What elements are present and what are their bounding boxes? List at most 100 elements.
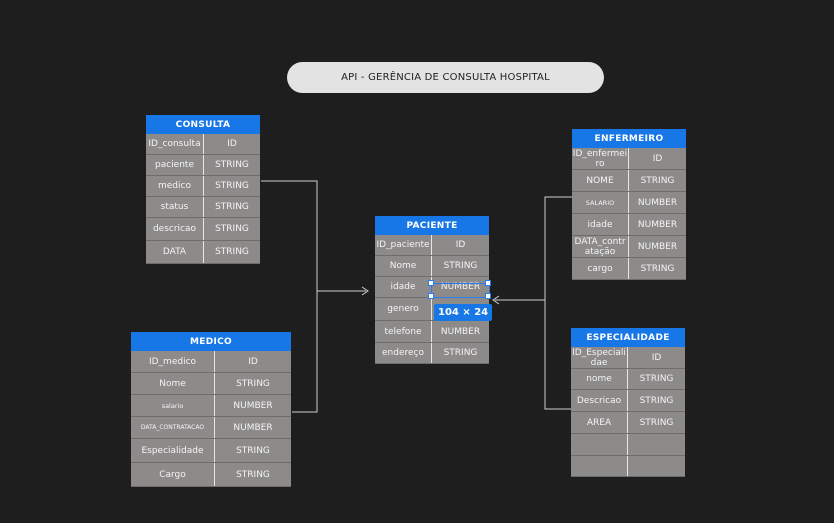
field-type: STRING <box>236 445 270 456</box>
field-name: salario <box>131 395 215 416</box>
entity-row[interactable]: Nome STRING <box>375 256 489 277</box>
field-name: DATA_contratação <box>572 236 629 257</box>
resize-handle[interactable] <box>428 293 434 299</box>
field-type: STRING <box>640 175 675 186</box>
entity-especialidade[interactable]: ESPECIALIDADE ID_Especialidae ID nome ST… <box>571 328 685 477</box>
field-type: STRING <box>443 348 478 358</box>
field-type <box>628 456 685 476</box>
selection-box[interactable] <box>431 283 490 298</box>
entity-row[interactable]: ID_Especialidae ID <box>571 347 685 369</box>
field-name: genero <box>375 298 432 320</box>
entity-header-enfermeiro: ENFERMEIRO <box>572 129 686 148</box>
field-type: ID <box>227 139 237 149</box>
field-name: idade <box>375 277 432 297</box>
field-name: Especialidade <box>131 439 215 462</box>
entity-header-consulta: CONSULTA <box>146 115 260 134</box>
connector-especialidade-paciente <box>544 300 572 410</box>
entity-row[interactable]: DATA_contratação NUMBER <box>572 236 686 258</box>
entity-row[interactable]: idade NUMBER <box>572 214 686 236</box>
entity-paciente[interactable]: PACIENTE ID_paciente ID Nome STRING idad… <box>375 216 489 364</box>
field-type: STRING <box>215 202 249 212</box>
resize-handle[interactable] <box>485 293 491 299</box>
entity-row[interactable]: ID_enfermeiro ID <box>572 148 686 170</box>
field-name: DATA_CONTRATACAO <box>131 417 215 438</box>
field-type: ID <box>652 153 663 164</box>
field-name: DATA <box>146 241 204 263</box>
entity-row[interactable]: Descricao STRING <box>571 390 685 412</box>
field-type: STRING <box>215 181 249 191</box>
field-type: STRING <box>215 160 249 170</box>
entity-row[interactable]: ID_consulta ID <box>146 134 260 155</box>
field-name: idade <box>572 214 629 235</box>
field-type: STRING <box>215 224 249 234</box>
diagram-title[interactable]: API - GERÊNCIA DE CONSULTA HOSPITAL <box>287 62 604 93</box>
entity-row[interactable]: Especialidade STRING <box>131 439 291 463</box>
entity-row[interactable]: ID_paciente ID <box>375 235 489 256</box>
field-type: ID <box>455 240 466 250</box>
entity-header-paciente: PACIENTE <box>375 216 489 235</box>
entity-row[interactable]: telefone NUMBER <box>375 321 489 343</box>
entity-row[interactable] <box>571 456 685 477</box>
field-type: NUMBER <box>233 400 273 411</box>
entity-row[interactable] <box>571 434 685 456</box>
field-type: STRING <box>236 378 270 389</box>
field-name: status <box>146 197 204 217</box>
entity-consulta[interactable]: CONSULTA ID_consulta ID paciente STRING … <box>146 115 260 264</box>
field-type: STRING <box>443 261 478 271</box>
field-name: telefone <box>375 321 432 342</box>
entity-row[interactable]: Cargo STRING <box>131 463 291 487</box>
field-name: cargo <box>572 258 629 279</box>
entity-row[interactable]: SALARIO NUMBER <box>572 192 686 214</box>
field-name: AREA <box>571 412 628 433</box>
field-type: STRING <box>215 247 249 257</box>
entity-row[interactable]: paciente STRING <box>146 155 260 176</box>
field-name: Nome <box>131 373 215 394</box>
field-name: ID_paciente <box>375 235 432 255</box>
entity-medico[interactable]: MEDICO ID_medico ID Nome STRING salario … <box>131 332 291 487</box>
field-type: STRING <box>639 374 674 384</box>
entity-row[interactable]: NOME STRING <box>572 170 686 192</box>
entity-enfermeiro[interactable]: ENFERMEIRO ID_enfermeiro ID NOME STRING … <box>572 129 686 280</box>
field-name: descricao <box>146 218 204 240</box>
entity-row[interactable]: status STRING <box>146 197 260 218</box>
field-name: Nome <box>375 256 432 276</box>
connector-consulta-paciente <box>261 180 318 291</box>
field-name: endereço <box>375 343 432 363</box>
entity-row[interactable]: descricao STRING <box>146 218 260 241</box>
field-type: NUMBER <box>637 219 678 230</box>
field-type: STRING <box>640 263 675 274</box>
field-name <box>571 456 628 476</box>
entity-row[interactable]: salario NUMBER <box>131 395 291 417</box>
field-name: Descricao <box>571 390 628 411</box>
field-type <box>628 434 685 455</box>
field-type: NUMBER <box>637 197 678 208</box>
arrow-head-right <box>492 295 500 305</box>
field-name: ID_enfermeiro <box>572 148 629 169</box>
resize-handle[interactable] <box>428 280 434 286</box>
field-type: STRING <box>236 469 270 480</box>
entity-row[interactable]: AREA STRING <box>571 412 685 434</box>
connector-medico-paciente <box>292 291 318 413</box>
field-name: ID_consulta <box>146 134 204 154</box>
field-name: Cargo <box>131 463 215 486</box>
field-type: STRING <box>639 417 674 428</box>
entity-row[interactable]: DATA STRING <box>146 241 260 264</box>
entity-row[interactable]: nome STRING <box>571 369 685 390</box>
resize-handle[interactable] <box>485 280 491 286</box>
field-type: ID <box>248 356 258 367</box>
entity-row[interactable]: DATA_CONTRATACAO NUMBER <box>131 417 291 439</box>
entity-row[interactable]: Nome STRING <box>131 373 291 395</box>
entity-row[interactable]: cargo STRING <box>572 258 686 280</box>
connector-enfermeiro-paciente <box>544 196 572 300</box>
field-name: SALARIO <box>572 192 629 213</box>
entity-row[interactable]: ID_medico ID <box>131 351 291 373</box>
field-name: ID_Especialidae <box>571 347 628 368</box>
dimension-badge: 104 × 24 <box>434 304 493 321</box>
field-type: NUMBER <box>440 326 481 337</box>
field-type: NUMBER <box>440 282 481 292</box>
entity-row[interactable]: medico STRING <box>146 176 260 197</box>
field-name: nome <box>571 369 628 389</box>
entity-row[interactable]: endereço STRING <box>375 343 489 364</box>
field-type: ID <box>651 352 662 363</box>
